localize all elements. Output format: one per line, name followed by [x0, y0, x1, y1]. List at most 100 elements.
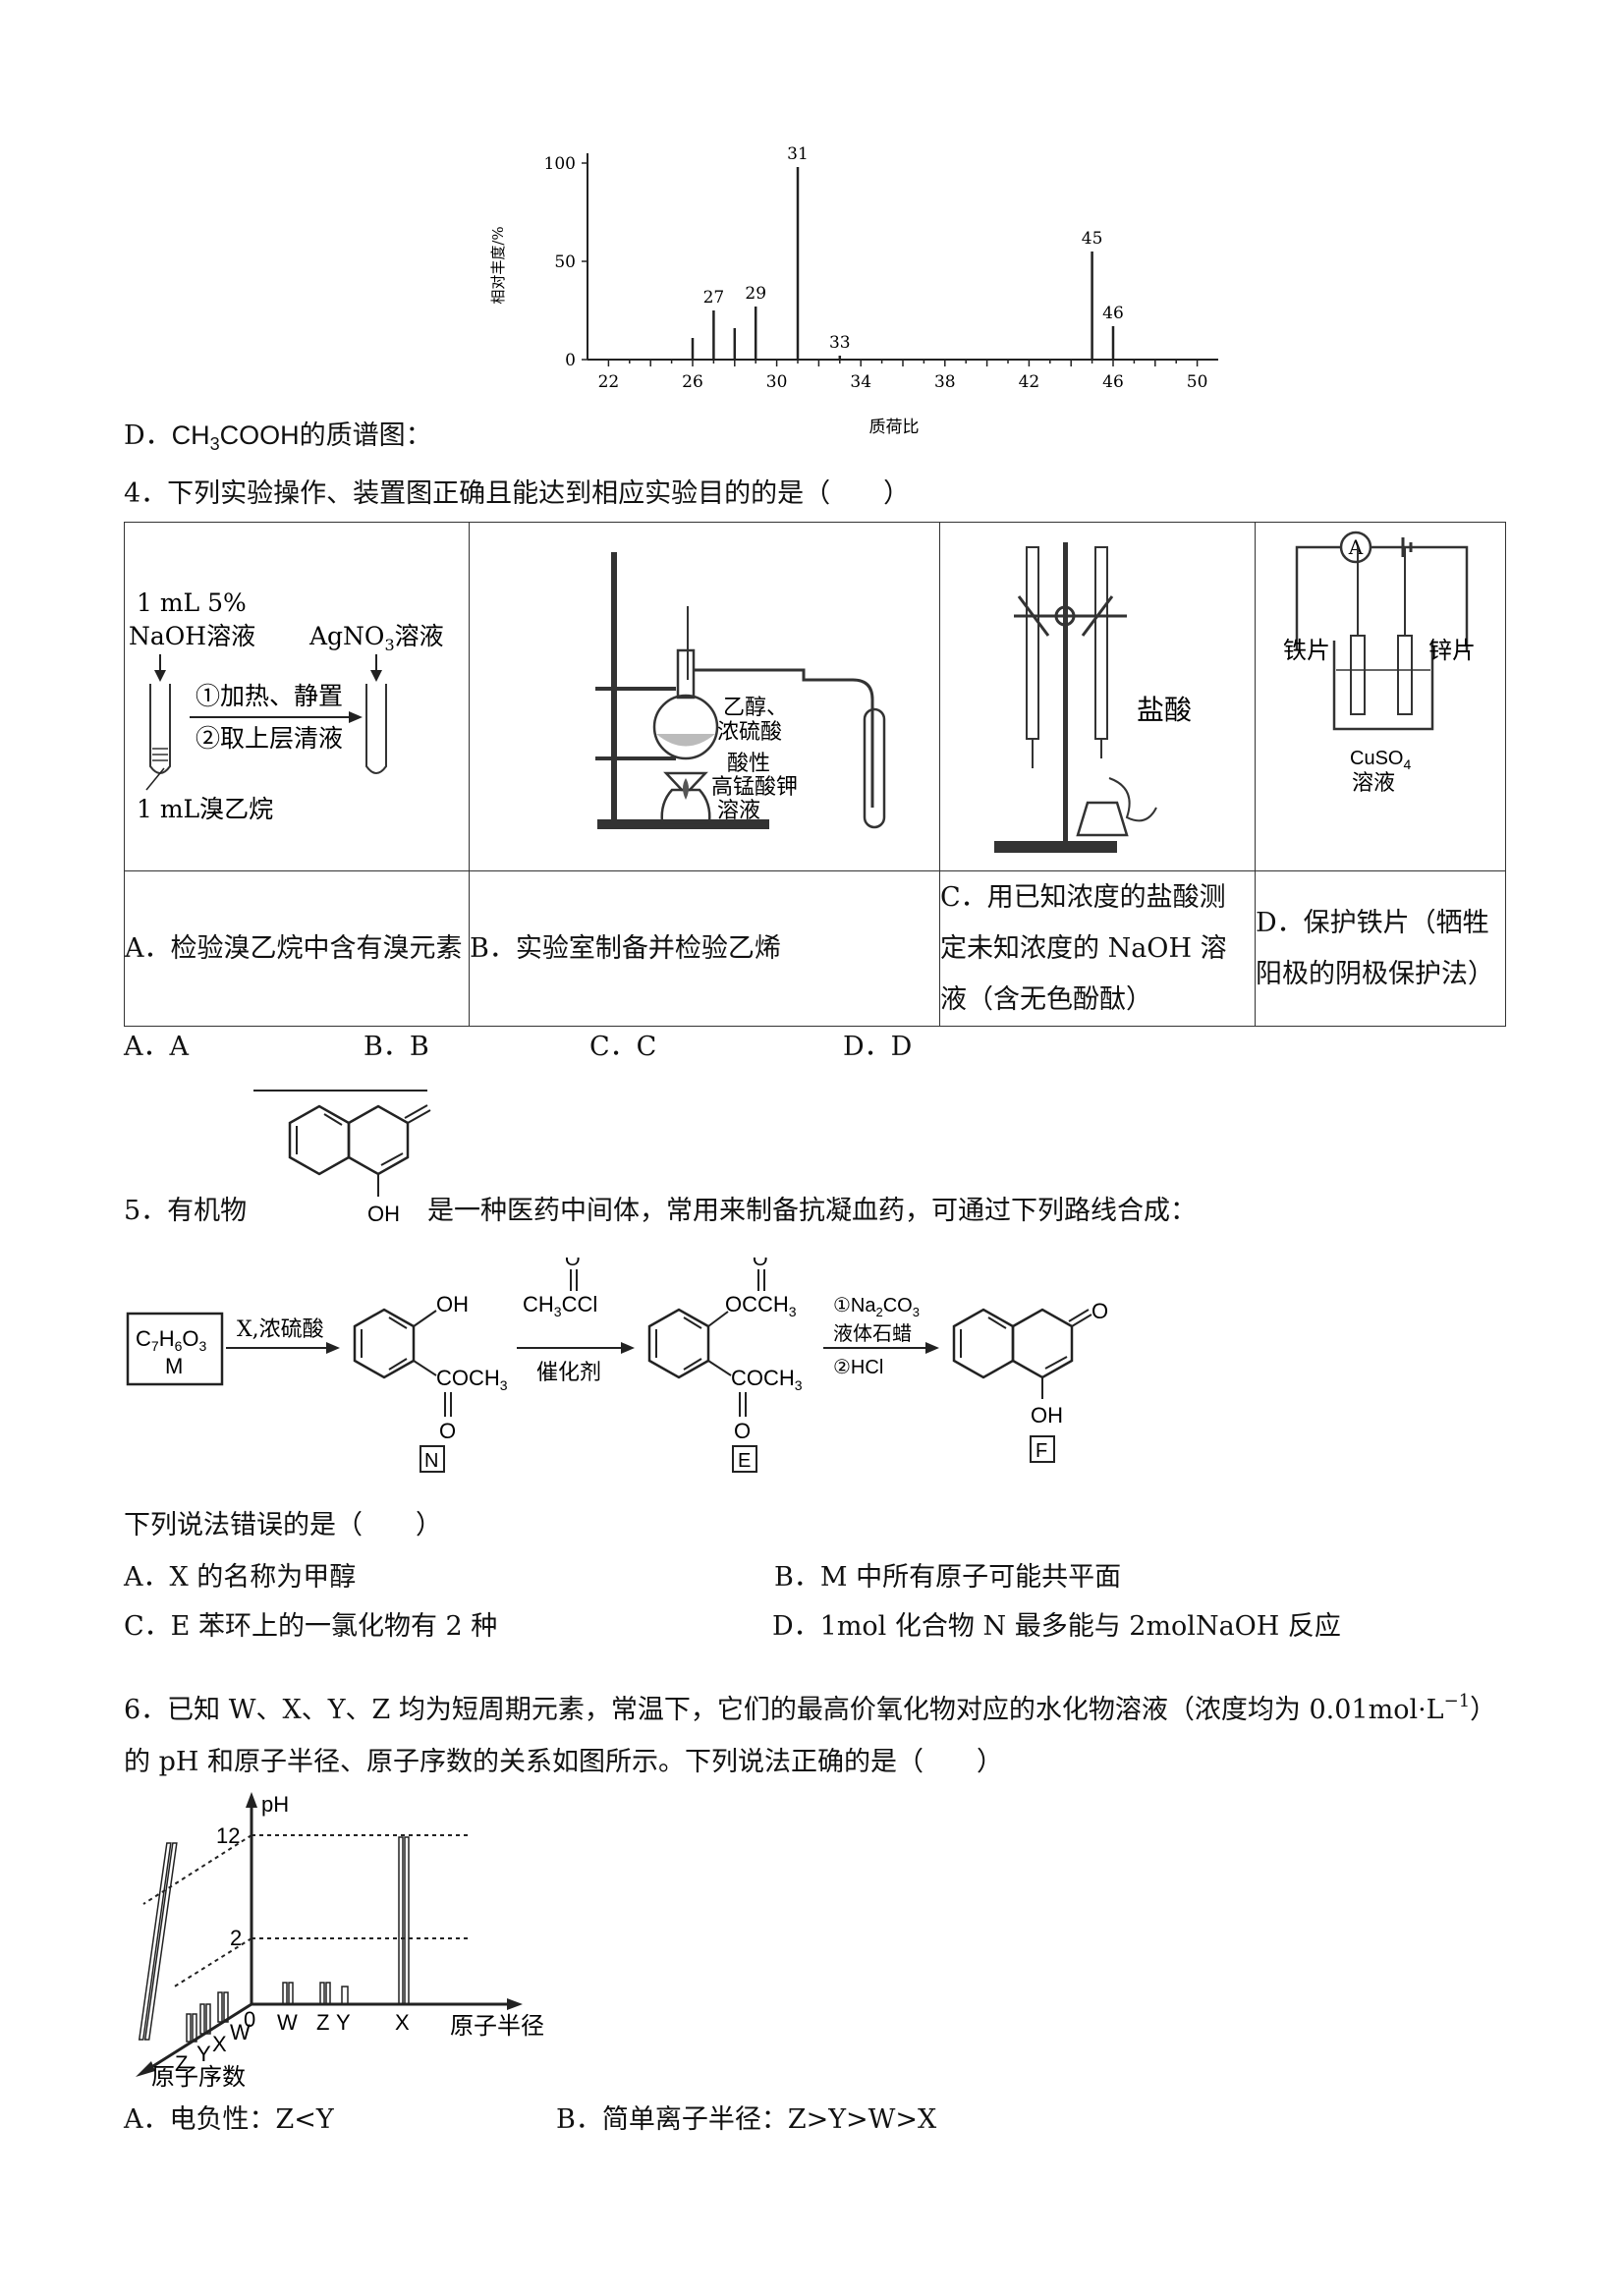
compound-e-box — [732, 1445, 757, 1473]
chart-axes — [587, 153, 1218, 361]
q6-stem-line-1: 6．已知 W、X、Y、Z 均为短周期元素，常温下，它们的最高价氧化物对应的水化物… — [124, 1691, 1497, 1725]
peak-label: 45 — [1082, 229, 1103, 249]
test-tube-icon — [365, 684, 387, 774]
q5-option-a: A．X 的名称为甲醇 — [124, 1562, 357, 1593]
ph-axis-label: pH — [261, 1792, 289, 1817]
peak-label: 31 — [787, 144, 809, 164]
x-axis-label: 原子半径 — [450, 2012, 544, 2040]
q5-option-b: B．M 中所有原子可能共平面 — [774, 1562, 1122, 1593]
chart-x-axis-label: 质荷比 — [869, 418, 920, 437]
depth-axis-label: 原子序数 — [151, 2063, 246, 2091]
n-coch3-label: COCH3 — [436, 1366, 508, 1393]
q4-caption-c: C．用已知浓度的盐酸测定未知浓度的 NaOH 溶液（含无色酚酞） — [939, 870, 1256, 1027]
f-o-label: O — [1091, 1299, 1108, 1323]
electrochemical-cell-diagram: A 铁片 锌片 CuSO4 溶液 — [1283, 531, 1476, 796]
reaction-arrow-icon — [621, 1342, 635, 1354]
stand-rod-icon — [611, 552, 617, 819]
depth-label-x: X — [212, 2032, 227, 2056]
synthesis-route-diagram: C7H6O3 M X,浓硫酸 OH COCH3 O N CH3CCl O 催化剂… — [126, 1258, 1108, 1473]
ammeter-icon — [1339, 531, 1372, 564]
x-label-z: Z — [316, 2010, 329, 2035]
ammeter-label: A — [1348, 535, 1364, 559]
peak-label: 33 — [829, 333, 851, 353]
benzene-ring-icon — [353, 1308, 416, 1379]
chart-bars — [691, 167, 1115, 360]
coumarin-structure: OH — [253, 1090, 431, 1226]
hand-icon — [1108, 777, 1157, 822]
y-tick-label: 0 — [565, 351, 576, 370]
reaction-2-o-label: O — [565, 1258, 581, 1270]
x-tick-label: 42 — [1019, 372, 1040, 392]
peak-label: 29 — [745, 284, 766, 304]
depth-label-w: W — [230, 2020, 251, 2044]
q4-diagram-b-cell: 乙醇、 浓硫酸 酸性 高锰酸钾 溶液 — [469, 522, 940, 871]
compound-f-label: F — [1035, 1440, 1047, 1462]
q4-table: 1 mL 5% NaOH溶液 AgNO3溶液 ①加热、静置 ②取上层清液 1 m… — [124, 522, 1506, 1027]
x-tick-label: 38 — [934, 372, 956, 392]
q4-caption-b: B．实验室制备并检验乙烯 — [469, 870, 940, 1027]
compound-f-box — [1030, 1435, 1055, 1463]
q4-option-d: D．D — [843, 1032, 913, 1062]
f-oh-label: OH — [1031, 1403, 1063, 1428]
benzene-ring-icon — [952, 1308, 1015, 1379]
q6-option-a: A．电负性：Z<Y — [124, 2104, 334, 2135]
reaction-2-catalyst: 催化剂 — [536, 1361, 601, 1385]
compound-e-label: E — [738, 1450, 751, 1472]
q5-option-c: C．E 苯环上的一氯化物有 2 种 — [124, 1611, 498, 1642]
test-tube-icon — [863, 707, 886, 829]
clamp-icon — [1014, 595, 1127, 637]
benzene-ring-icon — [647, 1308, 710, 1379]
origin-label: 0 — [244, 2007, 255, 2032]
chart-y-axis-label: 相对丰度/% — [489, 226, 507, 304]
x-tick-label: 46 — [1102, 372, 1124, 392]
e-coch3-label: COCH3 — [731, 1366, 803, 1393]
chart-peak-labels: 27 29 31 33 45 46 — [703, 144, 1124, 353]
peak-label: 27 — [703, 288, 725, 308]
reagent-agno3: AgNO3溶液 — [308, 622, 444, 654]
x-label-y: Y — [336, 2010, 351, 2035]
zinc-plate-label: 锌片 — [1428, 637, 1476, 664]
q4-diagram-c-cell: 盐酸 — [939, 522, 1256, 871]
q5-stem-prefix: 5．有机物 — [124, 1196, 248, 1226]
stand-rod-icon — [1063, 542, 1068, 841]
test-tube-diagram: 1 mL 5% NaOH溶液 AgNO3溶液 ①加热、静置 ②取上层清液 1 m… — [129, 588, 444, 823]
beaker-icon — [1332, 641, 1434, 731]
conical-flask-icon — [1076, 801, 1129, 837]
q5-question: 下列说法错误的是（ ） — [124, 1510, 442, 1540]
peak-label: 46 — [1102, 304, 1124, 323]
q4-diagram-a-cell: 1 mL 5% NaOH溶液 AgNO3溶液 ①加热、静置 ②取上层清液 1 m… — [124, 522, 470, 871]
reaction-3-reagent-1: ①Na2CO3 — [833, 1295, 920, 1319]
alcohol-lamp-icon — [660, 788, 711, 824]
compound-m-label: M — [165, 1354, 183, 1378]
reagent-sulfuric: 浓硫酸 — [717, 720, 782, 745]
depth-label-y: Y — [196, 2042, 211, 2066]
e-o2-label: O — [734, 1419, 751, 1443]
reaction-3-solvent: 液体石蜡 — [833, 1321, 912, 1345]
x-tick-label: 22 — [598, 372, 620, 392]
reagent-naoh: NaOH溶液 — [129, 622, 255, 650]
reaction-arrow-icon — [326, 1342, 340, 1354]
titration-diagram: 盐酸 — [994, 542, 1192, 853]
x-tick-label: 30 — [766, 372, 788, 392]
ph-radius-diagram: pH 12 2 0 W Z Y X 原子半径 W X Y Z 原子序数 — [136, 1792, 544, 2091]
q5-stem-text: 是一种医药中间体，常用来制备抗凝血药，可通过下列路线合成： — [427, 1196, 1197, 1226]
q5-option-d: D．1mol 化合物 N 最多能与 2molNaOH 反应 — [772, 1611, 1341, 1642]
cuso4-label: CuSO4 — [1350, 748, 1411, 772]
y-tick-label: 100 — [544, 154, 576, 174]
compound-n-label: N — [424, 1450, 438, 1472]
y-tick-2: 2 — [230, 1926, 242, 1950]
burette-icon — [1094, 546, 1108, 740]
y-tick-label: 50 — [554, 252, 576, 272]
reagent-kmno4: 高锰酸钾 — [711, 775, 798, 800]
reagent-naoh-amount: 1 mL 5% — [137, 588, 247, 617]
reaction-arrow-icon — [925, 1342, 939, 1354]
compound-m-box — [126, 1312, 224, 1386]
solution-label: 溶液 — [1352, 771, 1395, 796]
q3-option-d: D．CH3COOH的质谱图： — [124, 420, 432, 454]
flask-icon — [652, 694, 719, 760]
burette-icon — [1026, 546, 1039, 740]
x-tick-label: 50 — [1187, 372, 1208, 392]
q6-option-b: B．简单离子半径：Z>Y>W>X — [556, 2104, 937, 2135]
